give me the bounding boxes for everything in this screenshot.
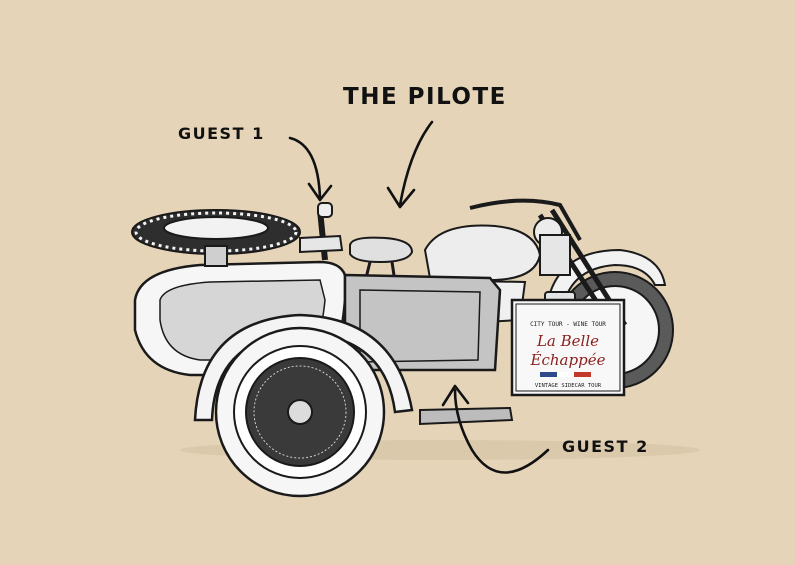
- flag-blue: [540, 372, 557, 377]
- guest1-label: GUEST 1: [178, 124, 265, 143]
- saddle-box: CITY TOUR - WINE TOUR La Belle Échappée …: [510, 291, 626, 397]
- box-brand-line2: Échappée: [530, 351, 606, 369]
- pilot-seat: [349, 236, 414, 264]
- backrest-knob: [317, 202, 333, 218]
- guest1-arrow: [288, 136, 322, 200]
- pilote-label: THE PILOTE: [343, 84, 507, 110]
- sidecar-wheel: [214, 326, 386, 498]
- pilote-arrow: [398, 120, 434, 207]
- guest2-label: GUEST 2: [562, 437, 649, 456]
- fuel-tank: [423, 224, 542, 282]
- flag-red: [574, 372, 591, 377]
- sidecar-backrest: [299, 234, 344, 254]
- handlebar: [469, 198, 582, 241]
- guest1-arrowhead: [307, 182, 333, 202]
- box-brand-line1: La Belle: [536, 332, 599, 350]
- box-subtitle: VINTAGE SIDECAR TOUR: [535, 383, 602, 389]
- guest2-arrow: [453, 388, 550, 474]
- guest2-arrowhead: [441, 384, 470, 407]
- steering-head: [539, 234, 571, 276]
- footrest: [419, 406, 514, 426]
- box-tagline: CITY TOUR - WINE TOUR: [530, 321, 606, 328]
- pilote-arrowhead: [386, 186, 416, 209]
- flag-white: [557, 372, 574, 377]
- spare-tire: [131, 209, 301, 267]
